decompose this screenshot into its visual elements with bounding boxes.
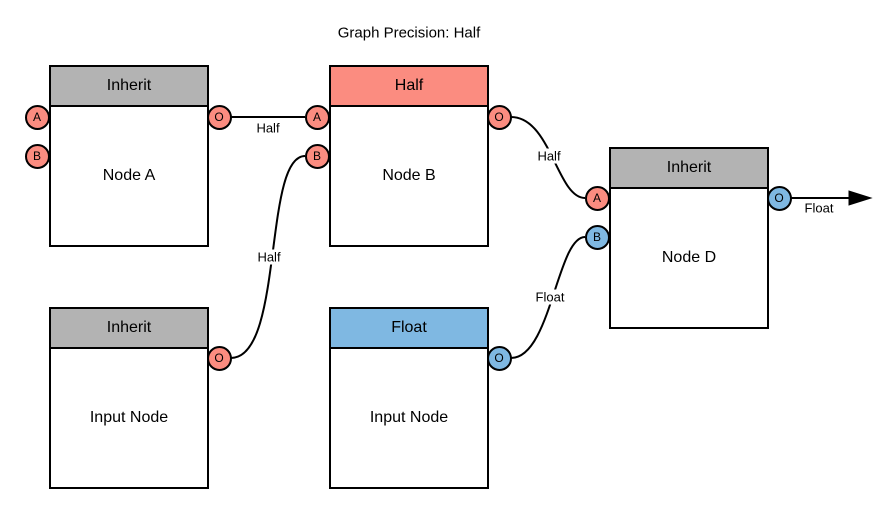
- node-a-label: Node A: [102, 167, 156, 184]
- input-node-2-header: Float: [331, 309, 487, 349]
- input-node-1: Inherit Input Node: [49, 307, 209, 489]
- node-a-port-a: A: [24, 104, 50, 130]
- input-node-2-port-o: O: [486, 345, 512, 371]
- node-d-port-a: A: [584, 185, 610, 211]
- node-b: Half Node B: [329, 65, 489, 247]
- edge-label-d-output: Float: [804, 200, 834, 216]
- input-node-1-port-o: O: [206, 345, 232, 371]
- arrowhead-icon: [848, 190, 873, 206]
- node-b-port-o: O: [486, 104, 512, 130]
- node-d: Inherit Node D: [609, 147, 769, 329]
- input-node-2-label: Input Node: [369, 409, 449, 426]
- edge-label-b-to-d: Half: [535, 148, 563, 164]
- edge-label-input2-to-d: Float: [533, 289, 567, 305]
- graph-precision-title: Graph Precision: Half: [337, 24, 481, 42]
- node-a-port-o: O: [206, 104, 232, 130]
- node-d-label: Node D: [661, 249, 717, 266]
- input-node-1-label: Input Node: [89, 409, 169, 426]
- node-d-port-b: B: [584, 224, 610, 250]
- node-a-header: Inherit: [51, 67, 207, 107]
- node-b-header: Half: [331, 67, 487, 107]
- edge-label-a-to-b: Half: [256, 120, 280, 136]
- node-b-label: Node B: [382, 167, 436, 184]
- edge-label-input1-to-b: Half: [255, 249, 283, 265]
- input-node-2: Float Input Node: [329, 307, 489, 489]
- node-d-port-o: O: [766, 185, 792, 211]
- input-node-1-header: Inherit: [51, 309, 207, 349]
- node-a: Inherit Node A: [49, 65, 209, 247]
- node-a-port-b: B: [24, 143, 50, 169]
- node-d-header: Inherit: [611, 149, 767, 189]
- node-b-port-a: A: [304, 104, 330, 130]
- node-b-port-b: B: [304, 143, 330, 169]
